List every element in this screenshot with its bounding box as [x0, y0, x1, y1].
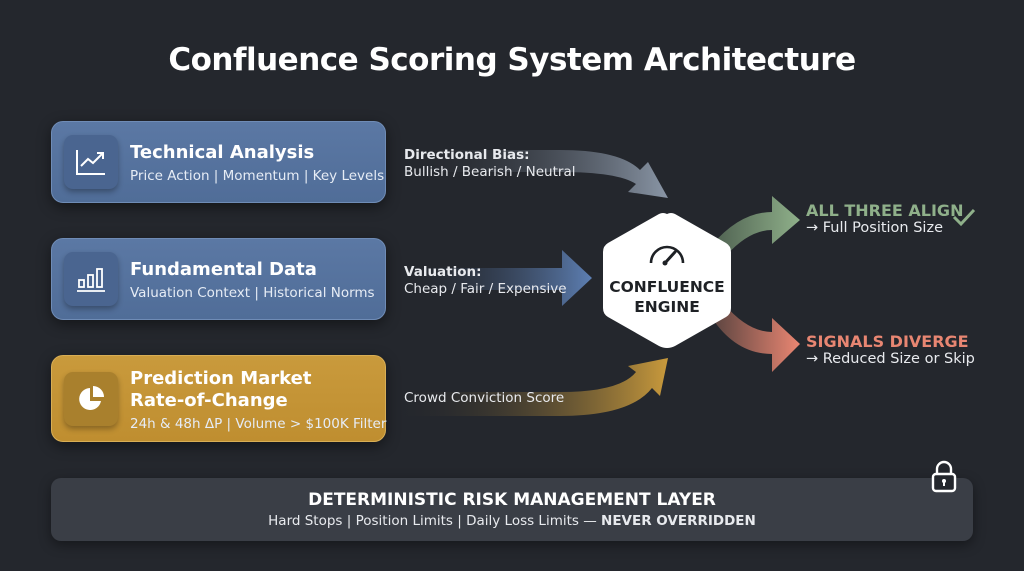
risk-heading: DETERMINISTIC RISK MANAGEMENT LAYER [308, 490, 716, 510]
outcome-text: → Full Position Size [806, 220, 943, 236]
engine-line1: CONFLUENCE [609, 278, 725, 296]
technical-arrow [390, 150, 668, 198]
label-heading: Directional Bias: [404, 147, 530, 163]
outcome-text-value: → Reduced Size or Skip [806, 351, 975, 367]
pie-chart-icon [64, 372, 118, 426]
align-arrow [712, 196, 800, 258]
card-subtitle: Price Action | Momentum | Key Levels [130, 168, 385, 184]
label-text: Bullish / Bearish / Neutral [404, 164, 576, 180]
fundamental-arrow [390, 250, 592, 306]
outcome-diverge: SIGNALS DIVERGE → Reduced Size or Skip [806, 332, 975, 367]
crowd-conviction-label: Crowd Conviction Score [404, 390, 565, 406]
technical-analysis-card: Technical Analysis Price Action | Moment… [51, 121, 386, 203]
fundamental-data-card: Fundamental Data Valuation Context | His… [51, 238, 386, 320]
outcome-heading: SIGNALS DIVERGE [806, 332, 969, 351]
risk-management-layer: DETERMINISTIC RISK MANAGEMENT LAYER Hard… [51, 478, 973, 541]
card-subtitle: 24h & 48h ΔP | Volume > $100K Filter [130, 416, 387, 432]
card-title-line2: Rate-of-Change [130, 390, 288, 411]
card-title: Fundamental Data [130, 259, 317, 280]
label-text: Cheap / Fair / Expensive [404, 281, 567, 297]
risk-emphasis: NEVER OVERRIDDEN [601, 513, 756, 529]
engine-line2: ENGINE [634, 298, 700, 316]
risk-text-body: Hard Stops | Position Limits | Daily Los… [268, 513, 602, 529]
outcome-heading: ALL THREE ALIGN [806, 201, 964, 220]
risk-text: Hard Stops | Position Limits | Daily Los… [51, 513, 973, 529]
gauge-icon [649, 245, 685, 266]
outcome-align: ALL THREE ALIGN → Full Position Size [806, 201, 963, 236]
prediction-arrow [390, 358, 668, 416]
bar-chart-icon [64, 252, 118, 306]
diverge-arrow [712, 304, 800, 372]
page-title: Confluence Scoring System Architecture [168, 42, 856, 78]
engine-label: CONFLUENCE ENGINE [600, 277, 734, 317]
lock-icon [931, 460, 957, 493]
card-title: Technical Analysis [130, 142, 315, 163]
outcome-text: → Reduced Size or Skip [806, 351, 975, 367]
check-icon [952, 208, 976, 227]
label-heading: Valuation: [404, 264, 482, 280]
card-title-line1: Prediction Market [130, 368, 312, 389]
line-chart-icon [64, 135, 118, 189]
card-subtitle: Valuation Context | Historical Norms [130, 285, 375, 301]
directional-bias-label: Directional Bias:Bullish / Bearish / Neu… [404, 147, 575, 181]
valuation-label: Valuation:Cheap / Fair / Expensive [404, 264, 567, 298]
confluence-engine-hexagon [603, 213, 731, 348]
